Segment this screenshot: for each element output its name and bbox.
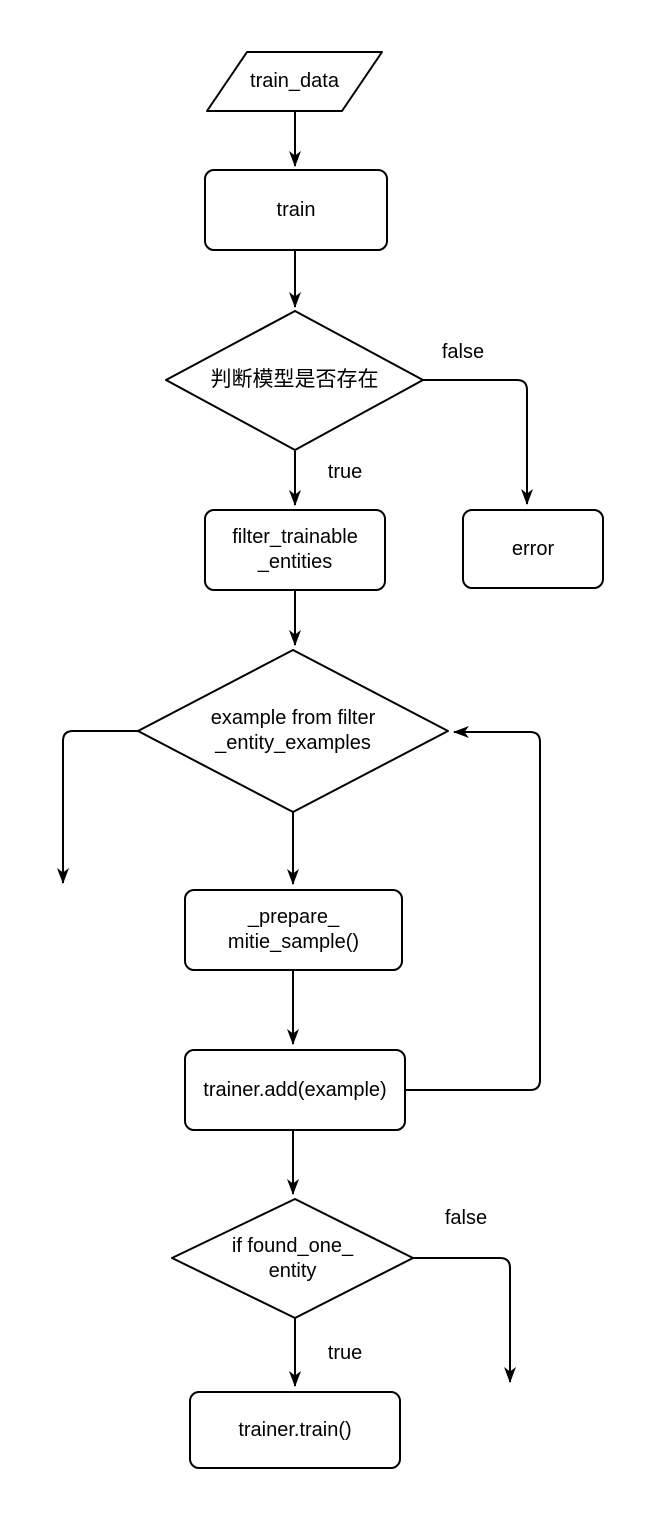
edge-modelexists-false [421, 379, 533, 505]
node-train-data-shape [206, 51, 383, 112]
node-filter-trainable-entities-shape [204, 509, 386, 591]
node-example-loop-shape [137, 649, 449, 813]
node-model-exists-shape [165, 310, 424, 451]
node-prepare-mitie-sample-shape [184, 889, 403, 971]
edge-foundone-false [413, 1257, 516, 1383]
node-trainer-train-shape [189, 1391, 401, 1469]
edge-exampleloop-exit-left [57, 730, 138, 884]
node-train-shape [204, 169, 388, 251]
node-found-one-entity-shape [171, 1198, 414, 1319]
node-trainer-add-shape [184, 1049, 406, 1131]
node-error-shape [462, 509, 604, 589]
edge-traineradd-loopback [405, 726, 541, 1091]
